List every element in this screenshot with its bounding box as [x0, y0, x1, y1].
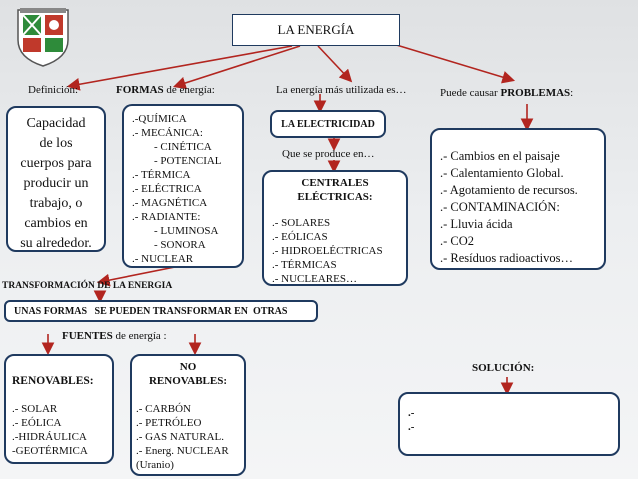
formas-item: - CINÉTICA: [154, 141, 212, 153]
problemas-item: .- Calentamiento Global.: [440, 166, 564, 180]
formas-item: .- MECÁNICA:: [132, 127, 203, 139]
renovables-title: RENOVABLES:: [12, 375, 94, 387]
centrales-title-1: CENTRALES: [301, 177, 369, 189]
solucion-label: SOLUCIÓN:: [472, 362, 535, 374]
centrales-item: .- SOLARES: [272, 217, 331, 229]
renovables-box: RENOVABLES: .- SOLAR .- EÓLICA .-HIDRÁUL…: [4, 354, 114, 464]
centrales-item: .- NUCLEARES…: [272, 273, 357, 285]
definicion-line: cuerpos para: [20, 156, 92, 171]
problemas-label: Puede causar PROBLEMAS:: [440, 87, 573, 99]
formas-item: .- RADIANTE:: [132, 211, 201, 223]
no-renovables-item: (Uranio): [136, 459, 174, 471]
transformacion-text: UNAS FORMAS SE PUEDEN TRANSFORMAR EN OTR…: [14, 305, 288, 317]
problemas-item: .- Cambios en el paisaje: [440, 149, 560, 163]
no-renovables-item: .- PETRÓLEO: [136, 417, 202, 429]
electricidad-text: LA ELECTRICIDAD: [281, 118, 375, 130]
renovables-item: .- EÓLICA: [12, 417, 62, 429]
solucion-box: .- .-: [398, 392, 620, 456]
renovables-item: .-HIDRÁULICA: [12, 431, 87, 443]
centrales-item: .- TÉRMICAS: [272, 259, 337, 271]
definicion-line: trabajo, o: [29, 196, 83, 211]
formas-label: FORMAS de energía:: [116, 84, 215, 96]
formas-item: - SONORA: [154, 239, 206, 251]
fuentes-label: FUENTES de energía :: [62, 330, 167, 342]
no-renovables-item: .- Energ. NUCLEAR: [136, 445, 229, 457]
problemas-item: .- Lluvia ácida: [440, 217, 513, 231]
centrales-box: CENTRALES ELÉCTRICAS: .- SOLARES .- EÓLI…: [262, 170, 408, 286]
no-renovables-title-1: NO: [179, 361, 197, 373]
centrales-item: .- EÓLICAS: [272, 231, 328, 243]
title-box: LA ENERGÍA: [232, 14, 400, 46]
centrales-title-2: ELÉCTRICAS:: [297, 191, 373, 203]
definicion-line: Capacidad: [26, 116, 86, 131]
no-renovables-box: NO RENOVABLES: .- CARBÓN .- PETRÓLEO .- …: [130, 354, 246, 476]
problemas-item: .- Agotamiento de recursos.: [440, 183, 578, 197]
problemas-label-rest: Puede causar: [440, 87, 501, 99]
transformacion-label: TRANSFORMACIÓN DE LA ENERGIA: [2, 281, 173, 291]
centrales-item: .- HIDROELÉCTRICAS: [272, 245, 383, 257]
solucion-item: .-: [408, 407, 415, 419]
electricidad-box: LA ELECTRICIDAD: [270, 110, 386, 138]
fuentes-label-rest: de energía :: [112, 330, 167, 342]
problemas-item: .- CO2: [440, 234, 475, 248]
no-renovables-title-2: RENOVABLES:: [148, 375, 228, 387]
problemas-item: .- CONTAMINACIÓN:: [440, 200, 560, 214]
problemas-item: .- Resíduos radioactivos…: [440, 251, 573, 265]
formas-label-rest: de energía:: [163, 84, 215, 96]
problemas-box: .- Cambios en el paisaje .- Calentamient…: [430, 128, 606, 270]
definicion-line: de los: [39, 136, 73, 151]
formas-label-bold: FORMAS: [116, 84, 164, 96]
definicion-line: su alrededor.: [20, 236, 92, 251]
problemas-label-end: :: [570, 87, 574, 99]
school-crest-icon: [14, 6, 72, 68]
formas-item: .- MAGNÉTICA: [132, 197, 208, 209]
formas-item: .- NUCLEAR: [132, 253, 194, 265]
formas-item: .- TÉRMICA: [132, 169, 191, 181]
definicion-line: producir un: [23, 176, 89, 191]
renovables-item: -GEOTÉRMICA: [12, 445, 88, 457]
renovables-item: .- SOLAR: [12, 403, 58, 415]
solucion-item: .-: [408, 421, 415, 433]
mas-utilizada-label: La energía más utilizada es…: [276, 84, 407, 96]
transformacion-box: UNAS FORMAS SE PUEDEN TRANSFORMAR EN OTR…: [4, 300, 318, 322]
fuentes-label-bold: FUENTES: [62, 330, 113, 342]
problemas-label-bold: PROBLEMAS: [500, 87, 571, 99]
formas-item: - LUMINOSA: [154, 225, 219, 237]
formas-item: .- ELÉCTRICA: [132, 183, 202, 195]
page-title: LA ENERGÍA: [277, 22, 355, 37]
definicion-label: Definición:: [28, 84, 79, 96]
formas-item: - POTENCIAL: [154, 155, 222, 167]
formas-box: .-QUÍMICA .- MECÁNICA: - CINÉTICA - POTE…: [122, 104, 244, 268]
definicion-line: cambios en: [24, 216, 88, 231]
no-renovables-item: .- GAS NATURAL.: [136, 431, 224, 443]
formas-item: .-QUÍMICA: [132, 113, 187, 125]
no-renovables-item: .- CARBÓN: [136, 403, 192, 415]
definicion-box: Capacidad de los cuerpos para producir u…: [6, 106, 106, 252]
produce-label: Que se produce en…: [282, 148, 375, 160]
